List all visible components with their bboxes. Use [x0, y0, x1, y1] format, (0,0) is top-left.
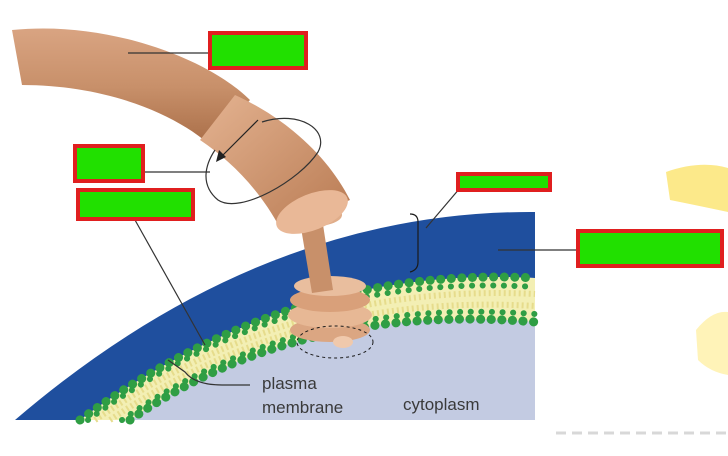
- label-box-basal-body[interactable]: [76, 188, 195, 221]
- leader-line-basal: [134, 219, 206, 346]
- wall-bracket: [409, 213, 419, 273]
- flagellar-filament: [12, 28, 250, 146]
- label-box-wall-layer[interactable]: [456, 172, 552, 192]
- basal-body-dashed-outline: [296, 325, 374, 359]
- basal-body-rod: [300, 218, 333, 293]
- plasma-membrane-label-line1: plasma: [262, 374, 317, 393]
- label-box-outer-layer[interactable]: [576, 229, 724, 268]
- hook-loop-outline: [205, 117, 322, 205]
- label-box-filament[interactable]: [208, 31, 308, 70]
- basal-body-stub: [333, 336, 353, 348]
- leader-line-hook-arrow: [219, 119, 259, 159]
- cell-wall-layer: [15, 211, 535, 420]
- arrowhead-icon: [216, 150, 226, 162]
- lipid-bilayer: [80, 276, 535, 420]
- leader-line-plasma-membrane: [167, 359, 250, 386]
- plasma-membrane-label-line2: membrane: [262, 398, 344, 417]
- hook-end-disc: [276, 190, 348, 234]
- cytoplasm-label: cytoplasm: [403, 395, 480, 414]
- yellow-artifact-bottom: [696, 311, 728, 375]
- label-box-hook[interactable]: [73, 144, 145, 183]
- cytoplasm-region: [80, 317, 535, 420]
- yellow-artifact-top: [666, 164, 728, 212]
- leader-line-wall-layer: [425, 187, 461, 229]
